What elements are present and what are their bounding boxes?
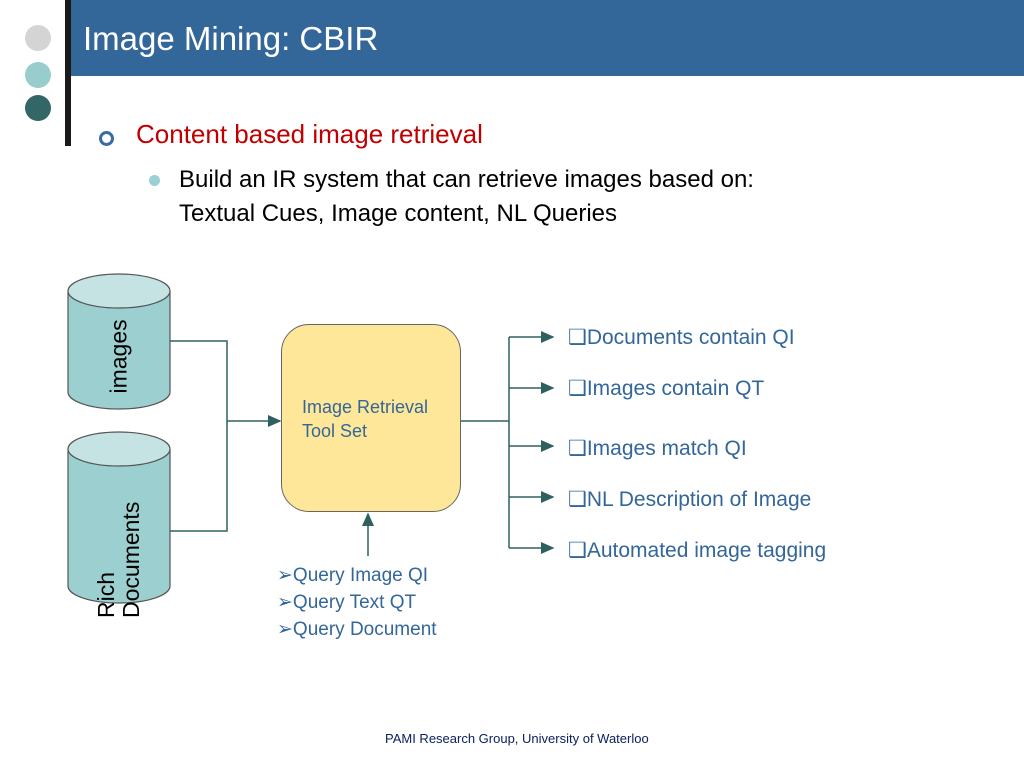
bullet-level2-line1: Build an IR system that can retrieve ima… [179,166,754,193]
output-item: ❑Images match QI [568,437,747,460]
checkbox-icon: ❑ [568,326,587,349]
decor-dot-teal [25,62,51,88]
images-database-label: images [105,319,132,394]
tool-box-label: Image Retrieval Tool Set [302,395,428,443]
query-item: ➢Query Text QT [277,592,417,613]
output-item: ❑Documents contain QI [568,326,795,349]
decor-dot-light [25,25,51,51]
title-bar: Image Mining: CBIR [71,0,1024,76]
decor-dot-dark [25,95,51,121]
rich-documents-label: Rich Documents [93,482,144,618]
bullet-level1-marker [99,131,114,146]
arrow-bullet-icon: ➢ [277,619,293,640]
checkbox-icon: ❑ [568,377,587,400]
query-item: ➢Query Document [277,619,437,640]
checkbox-icon: ❑ [568,488,587,511]
image-retrieval-tool-box [281,324,461,512]
title-divider-line [65,0,71,146]
rich-documents-database-icon [67,431,171,604]
tool-box-label-line1: Image Retrieval [302,397,429,417]
bullet-level1-text: Content based image retrieval [136,119,483,149]
slide-footer: PAMI Research Group, University of Water… [385,731,649,746]
rich-documents-label-line1: Rich [93,571,119,618]
images-database-icon [67,273,171,410]
output-connectors [459,331,555,554]
output-item: ❑Images contain QT [568,377,765,400]
arrow-bullet-icon: ➢ [277,565,293,586]
output-item: ❑Automated image tagging [568,539,827,562]
rich-documents-label-line2: Documents [118,501,144,618]
bullet-level2-marker [149,175,160,186]
arrow-bullet-icon: ➢ [277,592,293,613]
output-item: ❑NL Description of Image [568,488,812,511]
source-connectors [170,340,282,532]
checkbox-icon: ❑ [568,437,587,460]
slide-title: Image Mining: CBIR [83,20,379,57]
bullet-level2-text: Build an IR system that can retrieve ima… [179,163,754,231]
bullet-level2-line2: Textual Cues, Image content, NL Queries [179,200,617,227]
query-item: ➢Query Image QI [277,565,429,586]
checkbox-icon: ❑ [568,539,587,562]
tool-box-label-line2: Tool Set [302,421,368,441]
